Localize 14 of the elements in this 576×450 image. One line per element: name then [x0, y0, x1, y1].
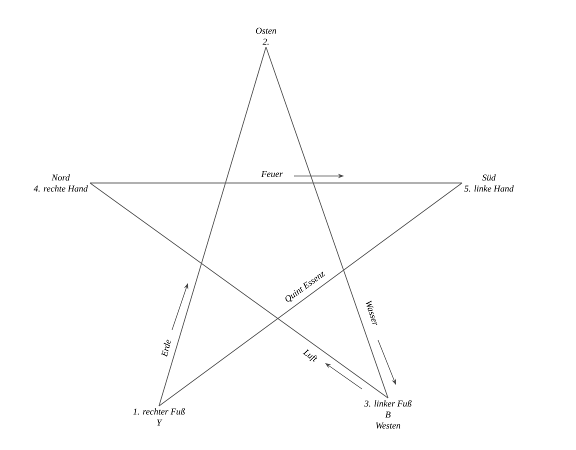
edge-label: Wasser — [366, 300, 378, 325]
edge-label: Feuer — [261, 171, 283, 177]
vertex-label: Osten 2. — [256, 28, 276, 45]
vertex-label: Süd 5. linke Hand — [464, 174, 514, 192]
edge-label: Luft — [302, 349, 318, 362]
vertex-label: 1. rechter Fuß Y — [133, 408, 185, 426]
vertex-label: 3. linker Fuß B Westen — [364, 400, 412, 429]
edge-label: Erde — [161, 340, 171, 358]
star-line — [90, 182, 462, 184]
star-line — [266, 46, 388, 398]
star-line — [158, 46, 266, 406]
vertex-label: Nord 4. rechte Hand — [34, 174, 88, 192]
star-line — [90, 182, 388, 398]
star-line — [158, 182, 462, 406]
